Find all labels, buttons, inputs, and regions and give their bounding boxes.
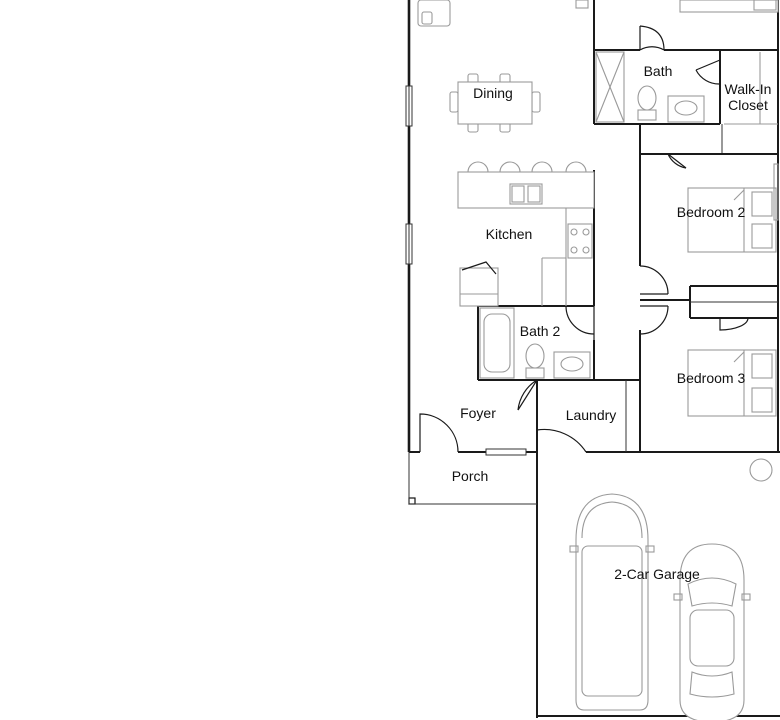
- window-foyer: [485, 448, 527, 456]
- refrigerator: [459, 261, 499, 307]
- bed-master: [679, 0, 779, 13]
- room-label-porch: Porch: [452, 468, 489, 484]
- room-label-bedroom-3: Bedroom 3: [677, 370, 746, 386]
- room-label-walk-in-closet-line2: Closet: [728, 97, 768, 113]
- room-label-garage: 2-Car Garage: [614, 566, 700, 582]
- porch-outline: [408, 452, 537, 505]
- bed-bedroom-2: [687, 187, 777, 253]
- interior-walls: [477, 0, 778, 452]
- room-label-bedroom-2: Bedroom 2: [677, 204, 746, 220]
- small-table: [575, 0, 589, 9]
- porch-column: [408, 497, 416, 505]
- toilet-bath-2: [525, 343, 545, 379]
- doors: [419, 25, 749, 453]
- room-label-walk-in-closet-line1: Walk-In: [725, 81, 772, 97]
- window-left-lower: [405, 223, 413, 265]
- shower: [595, 51, 625, 123]
- car: [673, 543, 751, 720]
- sofa: [417, 0, 451, 27]
- vanity-bath-2: [553, 351, 591, 379]
- room-label-dining: Dining: [473, 85, 513, 101]
- bed-bedroom-3: [687, 349, 777, 417]
- closet-shelf: [724, 52, 778, 125]
- kitchen-counter: [541, 208, 593, 306]
- closet-bedroom-2: [773, 163, 779, 221]
- room-label-kitchen: Kitchen: [486, 226, 533, 242]
- room-label-bath-2: Bath 2: [520, 323, 561, 339]
- toilet-master: [637, 85, 657, 121]
- room-label-laundry: Laundry: [566, 407, 617, 423]
- water-heater: [749, 458, 773, 482]
- bathtub-bath-2: [479, 307, 515, 379]
- dining-table: [449, 73, 541, 133]
- window-left-upper: [405, 85, 413, 127]
- vanity-master: [667, 95, 705, 123]
- kitchen-island: [457, 161, 595, 209]
- room-label-foyer: Foyer: [460, 405, 496, 421]
- room-label-bath: Bath: [644, 63, 673, 79]
- van: [569, 493, 655, 711]
